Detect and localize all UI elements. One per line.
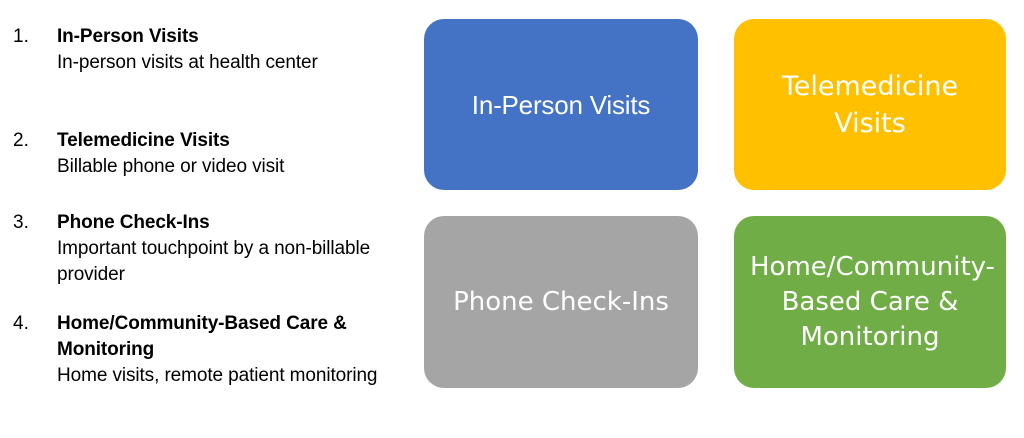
list-item-title: Phone Check-Ins xyxy=(57,212,210,233)
category-box-label: Telemedicine Visits xyxy=(781,70,959,139)
list-item-number: 1. xyxy=(13,26,29,47)
list-item-description: Important touchpoint by a non-billable p… xyxy=(57,238,371,285)
category-box-phone-check-ins[interactable]: Phone Check-Ins xyxy=(424,216,698,388)
category-box-in-person-visits[interactable]: In-Person Visits xyxy=(424,19,698,190)
category-box-telemedicine-visits[interactable]: Telemedicine Visits xyxy=(734,19,1006,190)
list-item-number: 4. xyxy=(13,313,29,334)
list-item-number: 2. xyxy=(13,130,29,151)
category-box-label: Phone Check-Ins xyxy=(453,287,669,317)
visit-type-list: 1. In-Person Visits In-person visits at … xyxy=(0,0,410,438)
list-item-number: 3. xyxy=(13,212,29,233)
list-item-body: Phone Check-Ins Important touchpoint by … xyxy=(57,210,387,288)
list-item-title: In-Person Visits xyxy=(57,26,199,47)
list-item-body: In-Person Visits In-person visits at hea… xyxy=(57,24,387,76)
list-item-body: Home/Community-Based Care & Monitoring H… xyxy=(57,311,387,389)
category-box-home-community-based-care[interactable]: Home/Community-Based Care & Monitoring xyxy=(734,216,1006,388)
list-item-title: Telemedicine Visits xyxy=(57,130,230,151)
list-item-title: Home/Community-Based Care & Monitoring xyxy=(57,313,347,360)
list-item-body: Telemedicine Visits Billable phone or vi… xyxy=(57,128,387,180)
category-box-grid: In-Person Visits Telemedicine Visits Pho… xyxy=(424,19,1006,388)
list-item-description: In-person visits at health center xyxy=(57,52,318,73)
category-box-label: Home/Community-Based Care & Monitoring xyxy=(750,251,995,352)
list-item-description: Home visits, remote patient monitoring xyxy=(57,365,378,386)
category-box-label: In-Person Visits xyxy=(471,89,651,120)
list-item-description: Billable phone or video visit xyxy=(57,156,285,177)
